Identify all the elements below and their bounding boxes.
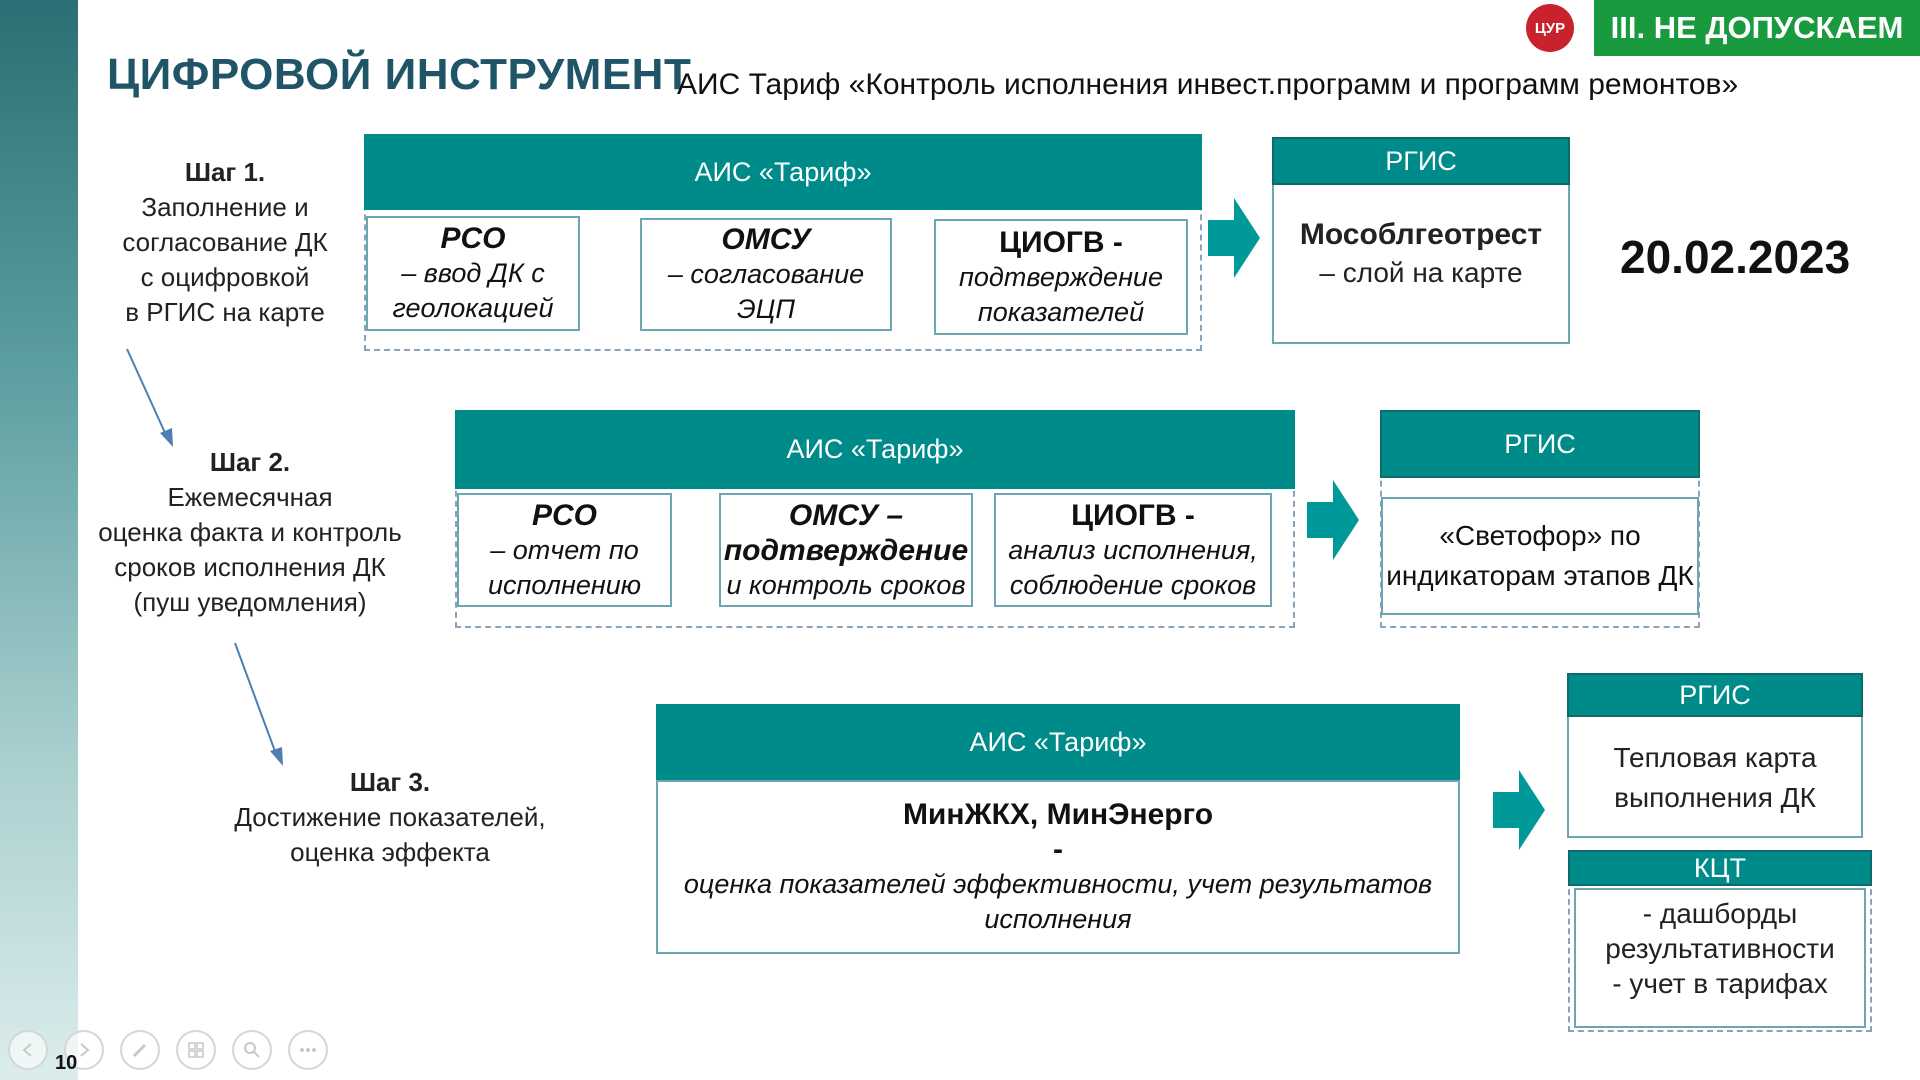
rgis-text: «Светофор» по <box>1439 520 1641 551</box>
page-title: ЦИФРОВОЙ ИНСТРУМЕНТ <box>107 50 692 99</box>
rso-title: РСО <box>440 222 506 255</box>
rgis-text: – слой на карте <box>1319 257 1523 288</box>
ciogv-text: показателей <box>977 296 1145 327</box>
zoom-button[interactable] <box>232 1030 272 1070</box>
rgis-title: Мособлгеотрест <box>1299 218 1543 251</box>
chapter-badge: III. НЕ ДОПУСКАЕМ <box>1594 0 1920 56</box>
step3-line: Достижение показателей, <box>234 802 546 832</box>
page-number: 10 <box>55 1052 78 1074</box>
step3-min-box: МинЖКХ, МинЭнерго - оценка показателей э… <box>656 780 1460 954</box>
step2-line: (пуш уведомления) <box>133 587 367 617</box>
step1-rso-box: РСО – ввод ДК с геолокацией <box>366 216 580 331</box>
step3-arrow-right-icon <box>1493 770 1545 850</box>
step1-omsu-box: ОМСУ – согласование ЭЦП <box>640 218 892 331</box>
rso-text: – ввод ДК с <box>401 258 545 288</box>
side-decor-bar <box>0 0 78 1080</box>
grid-icon <box>188 1042 204 1058</box>
more-dots-icon <box>300 1048 316 1052</box>
prev-slide-button[interactable] <box>8 1030 48 1070</box>
step-connector-arrow-icon <box>234 642 283 766</box>
step2-rgis-box: «Светофор» по индикаторам этапов ДК <box>1381 497 1699 615</box>
step1-title: Шаг 1. <box>184 157 266 187</box>
step1-rgis-content: Мособлгеотрест – слой на карте <box>1274 216 1568 292</box>
rso-text: исполнению <box>487 569 642 600</box>
step2-title: Шаг 2. <box>209 447 291 477</box>
cur-logo: ЦУР <box>1526 4 1574 52</box>
rgis-text: индикаторам этапов ДК <box>1386 560 1694 591</box>
step3-ais-header: АИС «Тариф» <box>656 704 1460 780</box>
more-options-button[interactable] <box>288 1030 328 1070</box>
omsu-title2: подтверждение <box>723 533 969 567</box>
step2-line: сроков исполнения ДК <box>114 552 386 582</box>
ciogv-text: соблюдение сроков <box>1009 569 1257 600</box>
step1-rgis-header: РГИС <box>1272 137 1570 185</box>
pen-tool-button[interactable] <box>120 1030 160 1070</box>
step2-line: Ежемесячная <box>167 482 333 512</box>
step2-ais-header: АИС «Тариф» <box>455 410 1295 489</box>
rso-text: геолокацией <box>392 293 554 323</box>
step-connector-arrow-icon <box>126 348 173 447</box>
rgis-text: Тепловая карта <box>1613 742 1817 773</box>
step1-arrow-right-icon <box>1208 198 1260 278</box>
ciogv-text: анализ исполнения, <box>1008 534 1258 565</box>
min-text: исполнения <box>984 904 1132 934</box>
pen-icon <box>132 1043 147 1058</box>
chevron-left-icon <box>22 1043 32 1057</box>
kct-line: результативности <box>1605 933 1835 964</box>
step2-ciogv-box: ЦИОГВ - анализ исполнения, соблюдение ср… <box>994 493 1272 607</box>
date-label: 20.02.2023 <box>1620 231 1851 283</box>
step1-line: с оцифровкой <box>140 262 310 292</box>
ciogv-title: ЦИОГВ - <box>999 225 1123 259</box>
chevron-right-icon <box>80 1043 90 1057</box>
step1-line: согласование ДК <box>122 227 328 257</box>
step3-line: оценка эффекта <box>290 837 490 867</box>
kct-line: - дашборды <box>1642 898 1798 929</box>
min-dash: - <box>1053 833 1063 866</box>
page-subtitle: АИС Тариф «Контроль исполнения инвест.пр… <box>677 68 1739 101</box>
min-title: МинЖКХ, МинЭнерго <box>902 798 1214 831</box>
step2-rgis-header: РГИС <box>1380 410 1700 478</box>
ciogv-text: подтверждение <box>959 261 1163 292</box>
rgis-text: выполнения ДК <box>1614 782 1816 813</box>
rso-text: – отчет по <box>490 534 639 565</box>
step1-description: Шаг 1. Заполнение и согласование ДК с оц… <box>110 155 340 330</box>
omsu-text: и контроль сроков <box>726 569 966 600</box>
step3-rgis-content: Тепловая карта выполнения ДК <box>1569 738 1861 818</box>
omsu-title: ОМСУ <box>721 223 811 256</box>
step3-title: Шаг 3. <box>349 767 431 797</box>
omsu-text: – согласование ЭЦП <box>667 259 865 324</box>
next-slide-button[interactable] <box>64 1030 104 1070</box>
kct-box: - дашборды результативности - учет в тар… <box>1574 888 1866 1028</box>
magnifier-icon <box>244 1042 260 1058</box>
ciogv-title: ЦИОГВ - <box>1071 498 1195 532</box>
step1-ciogv-box: ЦИОГВ - подтверждение показателей <box>934 219 1188 335</box>
step2-arrow-right-icon <box>1307 480 1359 560</box>
rso-title: РСО <box>531 498 597 532</box>
slide-sorter-button[interactable] <box>176 1030 216 1070</box>
step2-line: оценка факта и контроль <box>98 517 402 547</box>
step1-ais-header: АИС «Тариф» <box>364 134 1202 210</box>
step3-description: Шаг 3. Достижение показателей, оценка эф… <box>230 765 550 870</box>
step2-description: Шаг 2. Ежемесячная оценка факта и контро… <box>98 445 402 620</box>
step2-omsu-box: ОМСУ – подтверждение и контроль сроков <box>719 493 973 607</box>
step3-rgis-header: РГИС <box>1567 673 1863 717</box>
kct-header: КЦТ <box>1568 850 1872 886</box>
omsu-title: ОМСУ – <box>788 498 904 532</box>
step1-line: в РГИС на карте <box>125 297 325 327</box>
step1-line: Заполнение и <box>141 192 309 222</box>
step2-rso-box: РСО – отчет по исполнению <box>457 493 672 607</box>
kct-line: - учет в тарифах <box>1612 968 1828 999</box>
min-text: оценка показателей эффективности, учет р… <box>683 869 1433 899</box>
